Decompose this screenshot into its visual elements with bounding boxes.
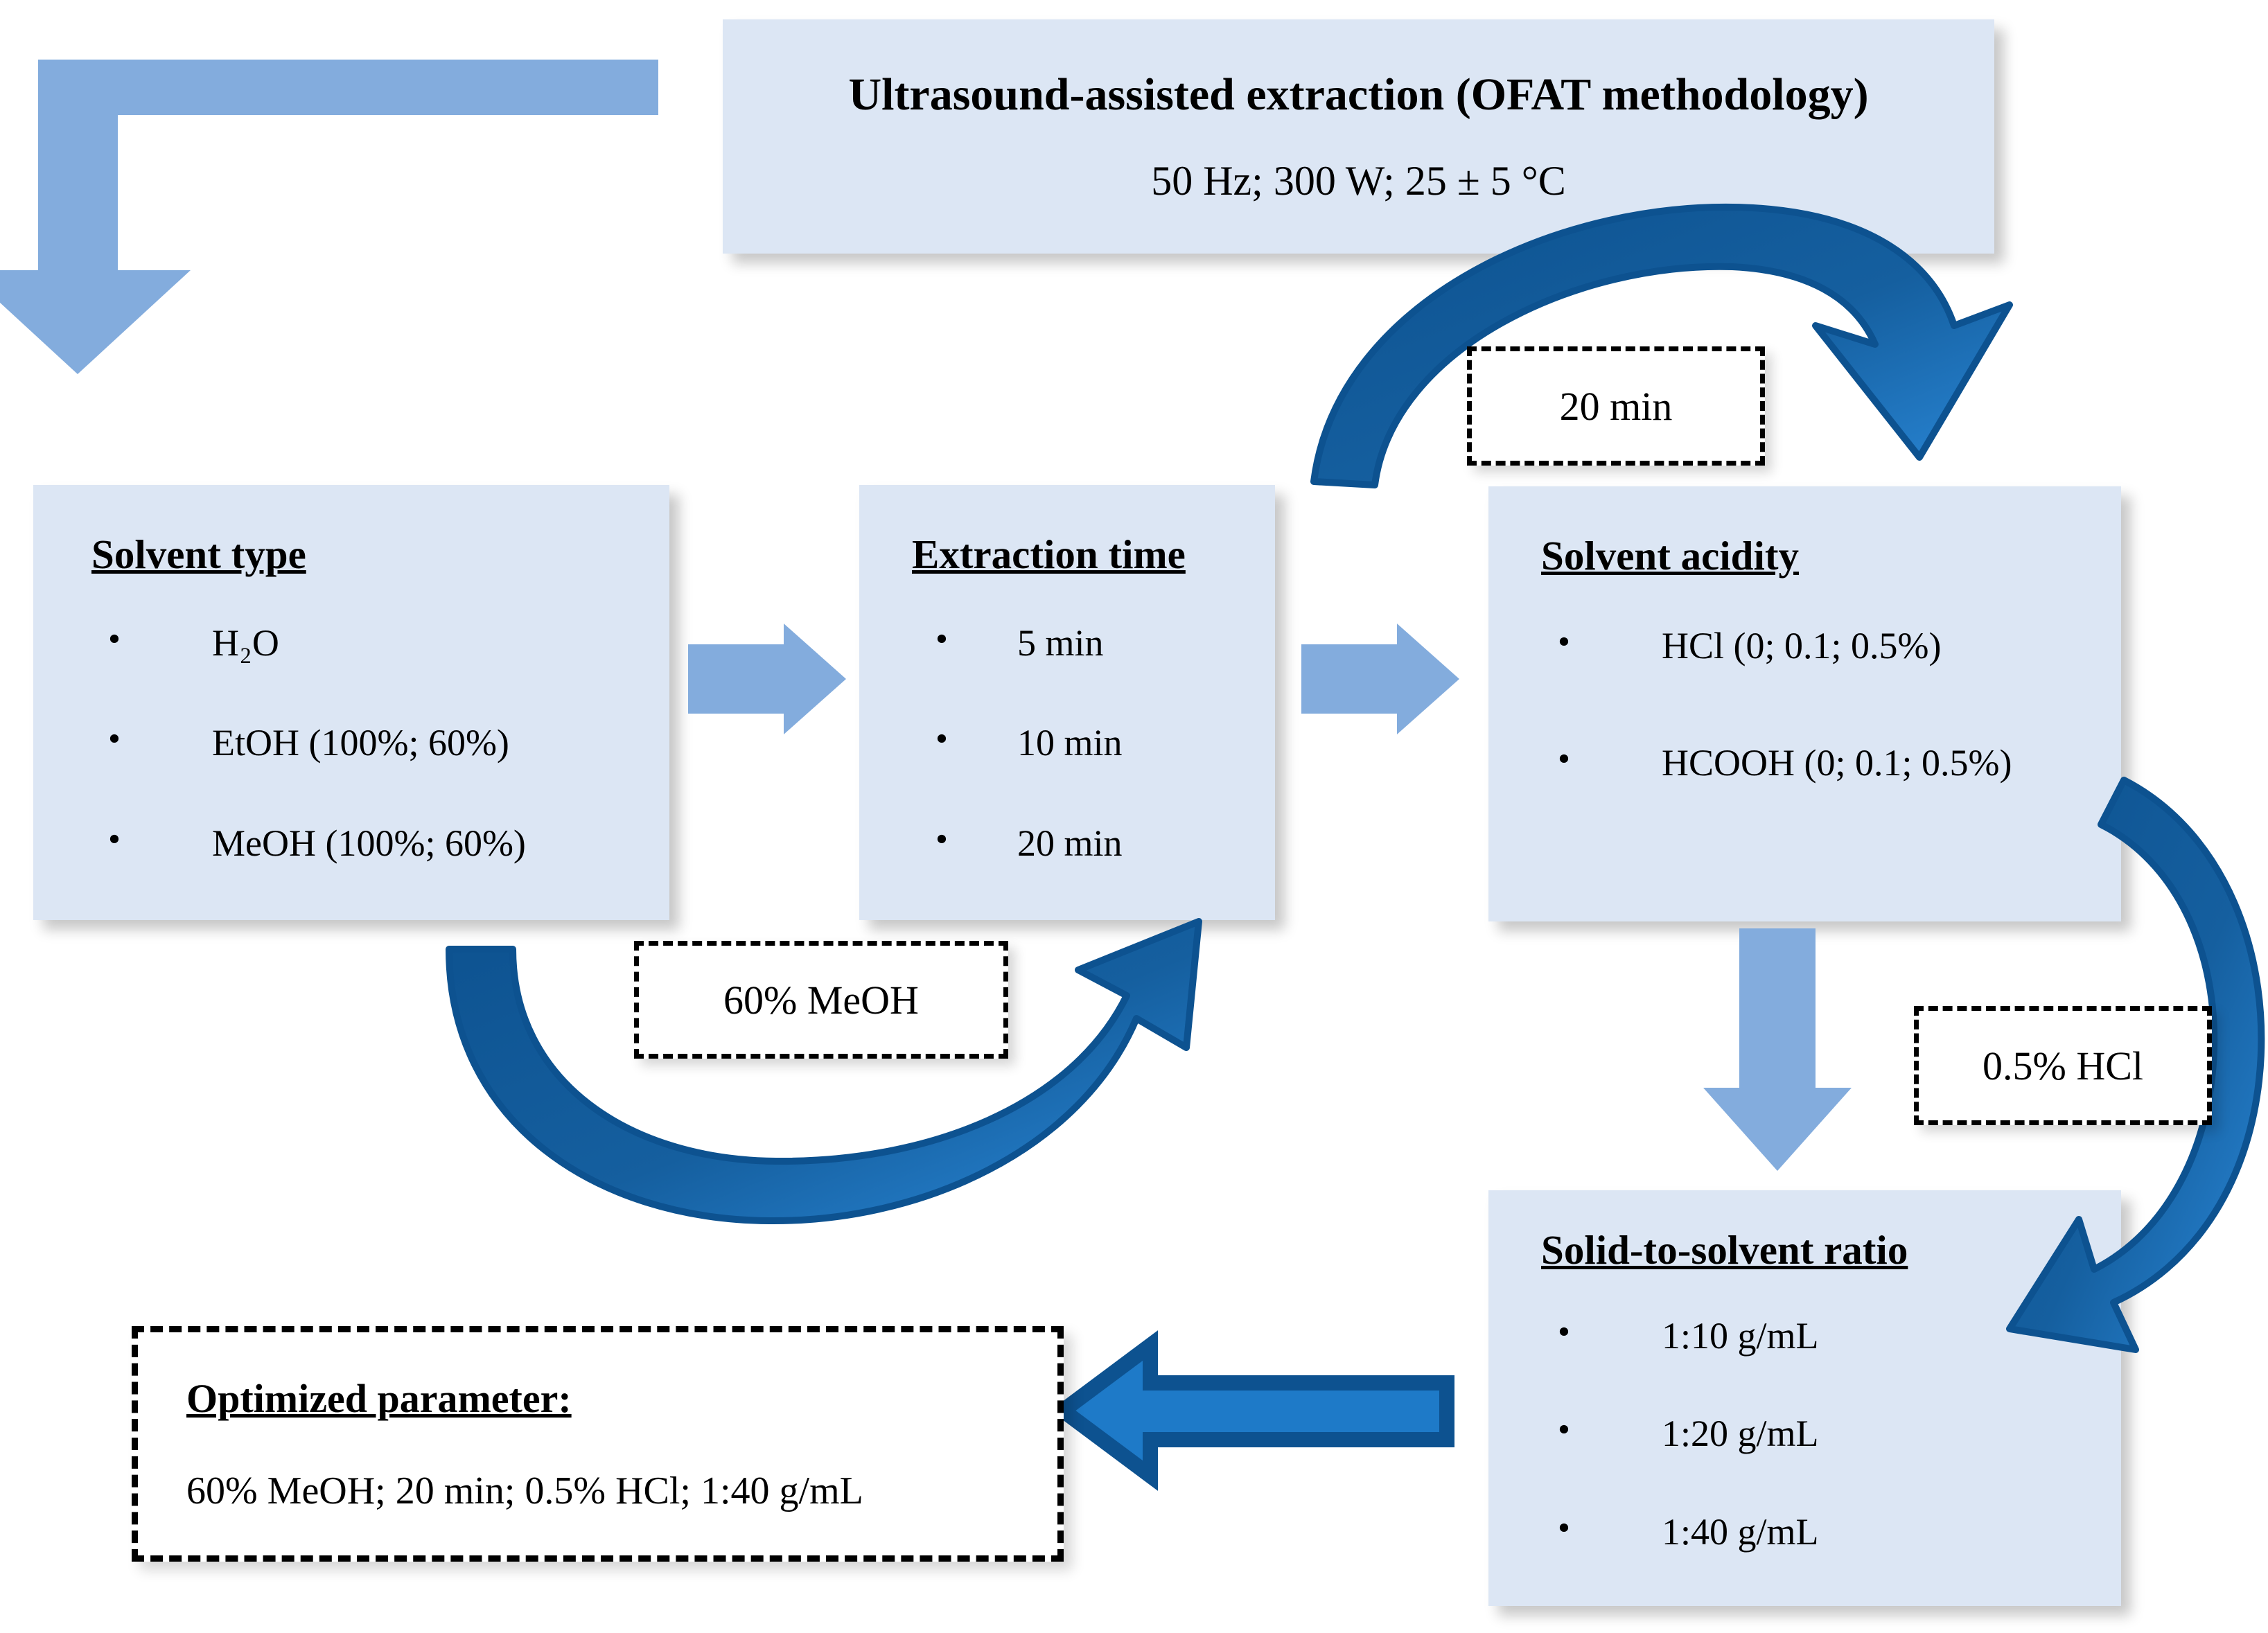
arrow-extraction-time-to-solvent-acidity [1301,624,1459,734]
page-title: Ultrasound-assisted extraction (OFAT met… [848,69,1869,120]
arrow-solvent-acidity-to-ratio [1703,928,1852,1171]
list-item: HCl (0; 0.1; 0.5%) [1488,623,2121,667]
list-item: 10 min [859,720,1275,763]
stage-title-solvent-acidity: Solvent acidity [1541,533,1800,579]
elbow-arrow-title-to-solvent-type [0,60,658,374]
stage-list-solid-to-solvent-ratio: 1:10 g/mL 1:20 g/mL 1:40 g/mL [1488,1313,2121,1553]
stage-list-extraction-time: 5 min 10 min 20 min [859,620,1275,864]
stage-box-solid-to-solvent-ratio: Solid-to-solvent ratio 1:10 g/mL 1:20 g/… [1488,1190,2121,1606]
page-subtitle: 50 Hz; 300 W; 25 ± 5 °C [1151,157,1566,204]
header-title-box: Ultrasound-assisted extraction (OFAT met… [723,19,1994,254]
list-item: 1:10 g/mL [1488,1313,2121,1357]
stage-box-solvent-type: Solvent type H₂O EtOH (100%; 60%) MeOH (… [33,485,669,920]
feedback-label-05-hcl: 0.5% HCl [1914,1006,2212,1125]
list-item: 1:40 g/mL [1488,1509,2121,1553]
optimized-parameter-value: 60% MeOH; 20 min; 0.5% HCl; 1:40 g/mL [186,1469,863,1512]
optimized-parameter-box: Optimized parameter: 60% MeOH; 20 min; 0… [132,1326,1064,1562]
stage-list-solvent-type: H₂O EtOH (100%; 60%) MeOH (100%; 60%) [33,620,669,864]
list-item: 20 min [859,820,1275,864]
optimized-parameter-title: Optimized parameter: [186,1376,572,1421]
stage-title-solvent-type: Solvent type [91,531,306,577]
list-item: MeOH (100%; 60%) [33,820,669,864]
feedback-label-60-meoh: 60% MeOH [634,941,1008,1059]
list-item: H₂O [33,620,669,664]
list-item: 1:20 g/mL [1488,1411,2121,1454]
feedback-label-20-min: 20 min [1467,346,1765,466]
list-item: EtOH (100%; 60%) [33,720,669,763]
stage-box-solvent-acidity: Solvent acidity HCl (0; 0.1; 0.5%) HCOOH… [1488,486,2121,921]
stage-title-extraction-time: Extraction time [912,531,1186,577]
stage-list-solvent-acidity: HCl (0; 0.1; 0.5%) HCOOH (0; 0.1; 0.5%) [1488,623,2121,784]
arrow-solvent-type-to-extraction-time [688,624,846,734]
arrow-ratio-to-optimized [1050,1330,1454,1491]
stage-title-solid-to-solvent-ratio: Solid-to-solvent ratio [1541,1227,1908,1273]
stage-box-extraction-time: Extraction time 5 min 10 min 20 min [859,485,1275,920]
list-item: 5 min [859,620,1275,664]
list-item: HCOOH (0; 0.1; 0.5%) [1488,740,2121,784]
